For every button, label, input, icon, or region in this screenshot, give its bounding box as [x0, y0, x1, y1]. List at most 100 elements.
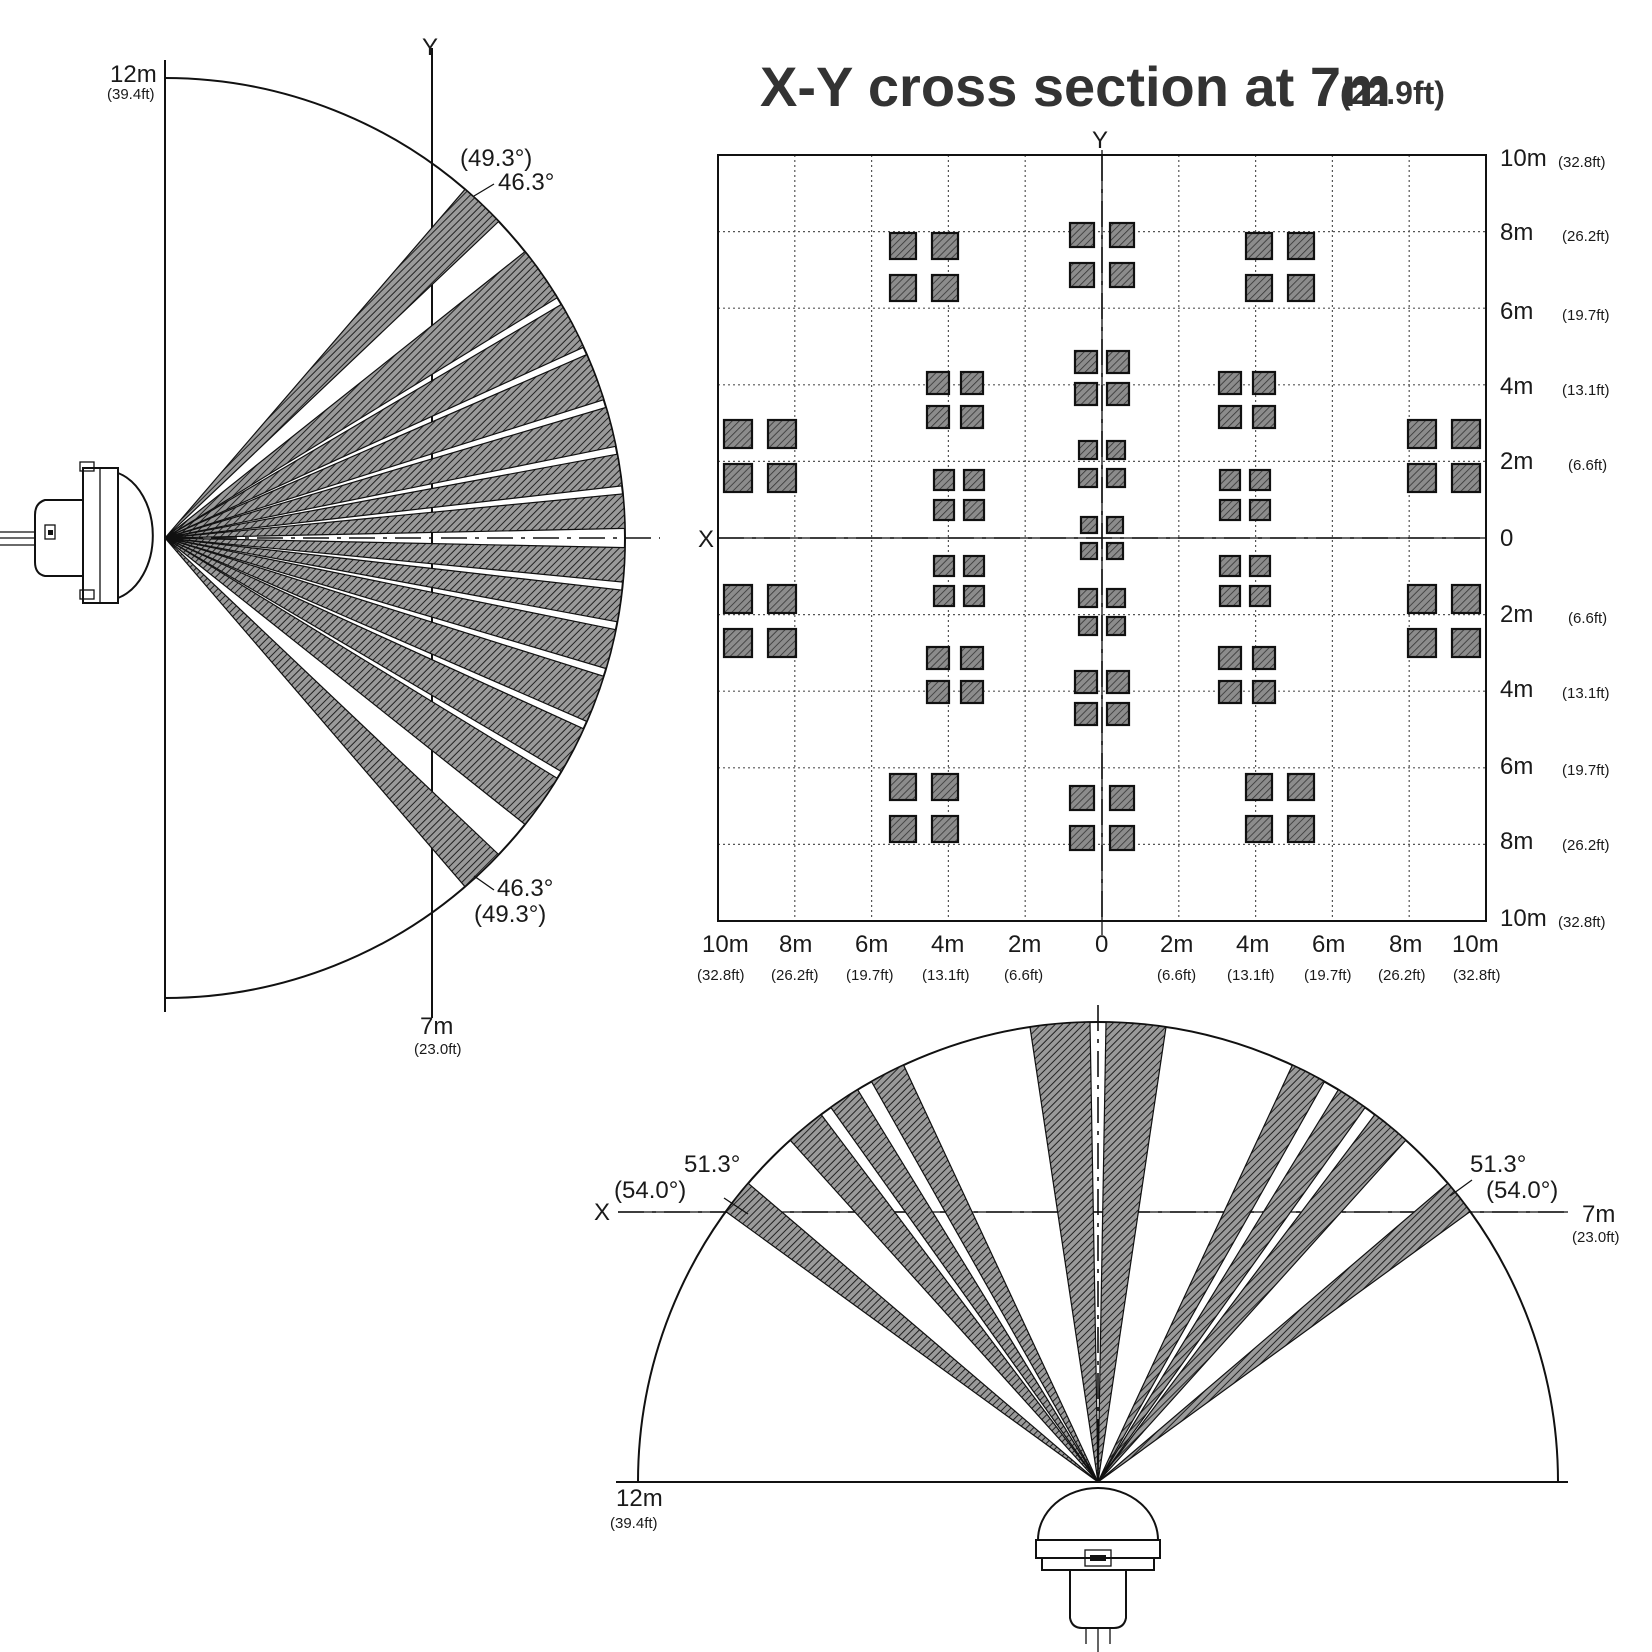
detection-zone-square [1248, 584, 1272, 608]
detection-zone-square [1105, 669, 1131, 695]
side-view-beam [164, 537, 623, 623]
front-view-depth-m: 7m [1582, 1201, 1615, 1228]
detection-zone-square [1105, 349, 1131, 375]
front-view-angle-right-leader [1449, 1179, 1473, 1197]
detection-zone-square [1108, 784, 1136, 812]
front-view-beam [725, 1182, 1099, 1483]
detection-zone-square [1406, 627, 1438, 659]
bottom-label-ft: (26.2ft) [771, 967, 819, 984]
detection-zone-square [722, 627, 754, 659]
detection-zone-square [1068, 221, 1096, 249]
cross-section-title: X-Y cross section at 7m [760, 55, 1391, 118]
side-view-beam [164, 250, 559, 539]
detection-zone-square [722, 462, 754, 494]
detection-zone-square [1244, 273, 1274, 303]
side-view-sensor-icon [0, 461, 154, 604]
side-view-beam [164, 537, 605, 723]
bottom-label-m: 8m [779, 931, 812, 958]
detection-zone-square [1450, 418, 1482, 450]
side-view-beams [164, 188, 626, 888]
detection-zone-square [932, 468, 956, 492]
detection-zone-square [930, 772, 960, 802]
detection-zone-square [1406, 583, 1438, 615]
front-view-beam [1097, 1064, 1326, 1483]
front-view-sensor-icon [1035, 1487, 1161, 1652]
bottom-label-ft: (6.6ft) [1004, 967, 1043, 984]
detection-zone-square [1073, 669, 1099, 695]
front-view-beam [870, 1064, 1099, 1483]
side-view-range-ft: (39.4ft) [107, 86, 155, 103]
detection-zone-square [1217, 679, 1243, 705]
right-label-m: 10m [1500, 905, 1547, 932]
detection-zone-square [1105, 541, 1125, 561]
side-view-angle-top-leader [473, 183, 495, 197]
detection-zone-square [1286, 273, 1316, 303]
detection-zone-square [1073, 381, 1099, 407]
detection-zone-square [888, 231, 918, 261]
side-view-angle-top: 46.3° [498, 169, 554, 196]
side-view-depth-ft: (23.0ft) [414, 1041, 462, 1058]
right-label-ft: (13.1ft) [1562, 685, 1610, 702]
front-view-angle-right: 51.3° [1470, 1151, 1526, 1178]
front-view-beam [1097, 1088, 1366, 1483]
cross-section-y-label: Y [1092, 127, 1108, 154]
right-label-ft: (13.1ft) [1562, 382, 1610, 399]
detection-zone-square [1217, 404, 1243, 430]
bottom-label-ft: (19.7ft) [1304, 967, 1352, 984]
detection-zone-square [1286, 231, 1316, 261]
front-view-beam [1097, 1113, 1407, 1483]
detection-zone-square [766, 583, 798, 615]
detection-zone-square [766, 462, 798, 494]
side-view-angle-top-alt: (49.3°) [460, 145, 532, 172]
detection-zone-square [1108, 261, 1136, 289]
detection-zone-square [962, 498, 986, 522]
side-view-beam [164, 303, 585, 539]
front-view-angle-left: 51.3° [684, 1151, 740, 1178]
right-label-m: 8m [1500, 219, 1533, 246]
right-label-ft: (6.6ft) [1568, 457, 1607, 474]
cross-section-grid [718, 155, 1486, 921]
detection-zone-square [888, 273, 918, 303]
detection-zone-square [930, 231, 960, 261]
detection-zone-square [1286, 772, 1316, 802]
bottom-label-m: 0 [1095, 931, 1108, 958]
side-view-angle-bottom-alt: (49.3°) [474, 901, 546, 928]
side-view-beam [164, 188, 500, 539]
front-view-beam [830, 1088, 1099, 1483]
side-view-beam [164, 353, 605, 539]
detection-zone-square [1073, 349, 1099, 375]
detection-zone-square [1251, 370, 1277, 396]
detection-zone-square [888, 814, 918, 844]
detection-zone-square [925, 370, 951, 396]
bottom-label-ft: (26.2ft) [1378, 967, 1426, 984]
side-view-beam [164, 537, 626, 583]
detection-zone-square [1450, 627, 1482, 659]
detection-zone-square [1068, 784, 1096, 812]
right-label-ft: (26.2ft) [1562, 837, 1610, 854]
side-view-beam [164, 453, 623, 539]
detection-zone-square [959, 370, 985, 396]
front-view-angle-right-alt: (54.0°) [1486, 1177, 1558, 1204]
right-label-ft: (19.7ft) [1562, 762, 1610, 779]
detection-zone-square [1286, 814, 1316, 844]
detection-zone-square [1244, 814, 1274, 844]
bottom-label-m: 4m [1236, 931, 1269, 958]
detection-zone-square [1218, 554, 1242, 578]
right-label-m: 4m [1500, 676, 1533, 703]
detection-zone-square [1077, 615, 1099, 637]
cross-section-right-scale: 10m (32.8ft) 8m (26.2ft) 6m (19.7ft) 4m … [1500, 145, 1610, 932]
right-label-m: 0 [1500, 525, 1513, 552]
right-label-ft: (32.8ft) [1558, 154, 1606, 171]
right-label-m: 2m [1500, 448, 1533, 475]
right-label-m: 2m [1500, 601, 1533, 628]
front-view-beams [725, 1021, 1471, 1483]
right-label-ft: (26.2ft) [1562, 228, 1610, 245]
detection-zone-square [1105, 615, 1127, 637]
detection-zone-square [1248, 498, 1272, 522]
detection-zone-square [722, 418, 754, 450]
cross-section-title-sub: (22.9ft) [1340, 75, 1445, 111]
bottom-label-m: 2m [1160, 931, 1193, 958]
detection-zone-square [1077, 467, 1099, 489]
detection-zone-square [930, 273, 960, 303]
